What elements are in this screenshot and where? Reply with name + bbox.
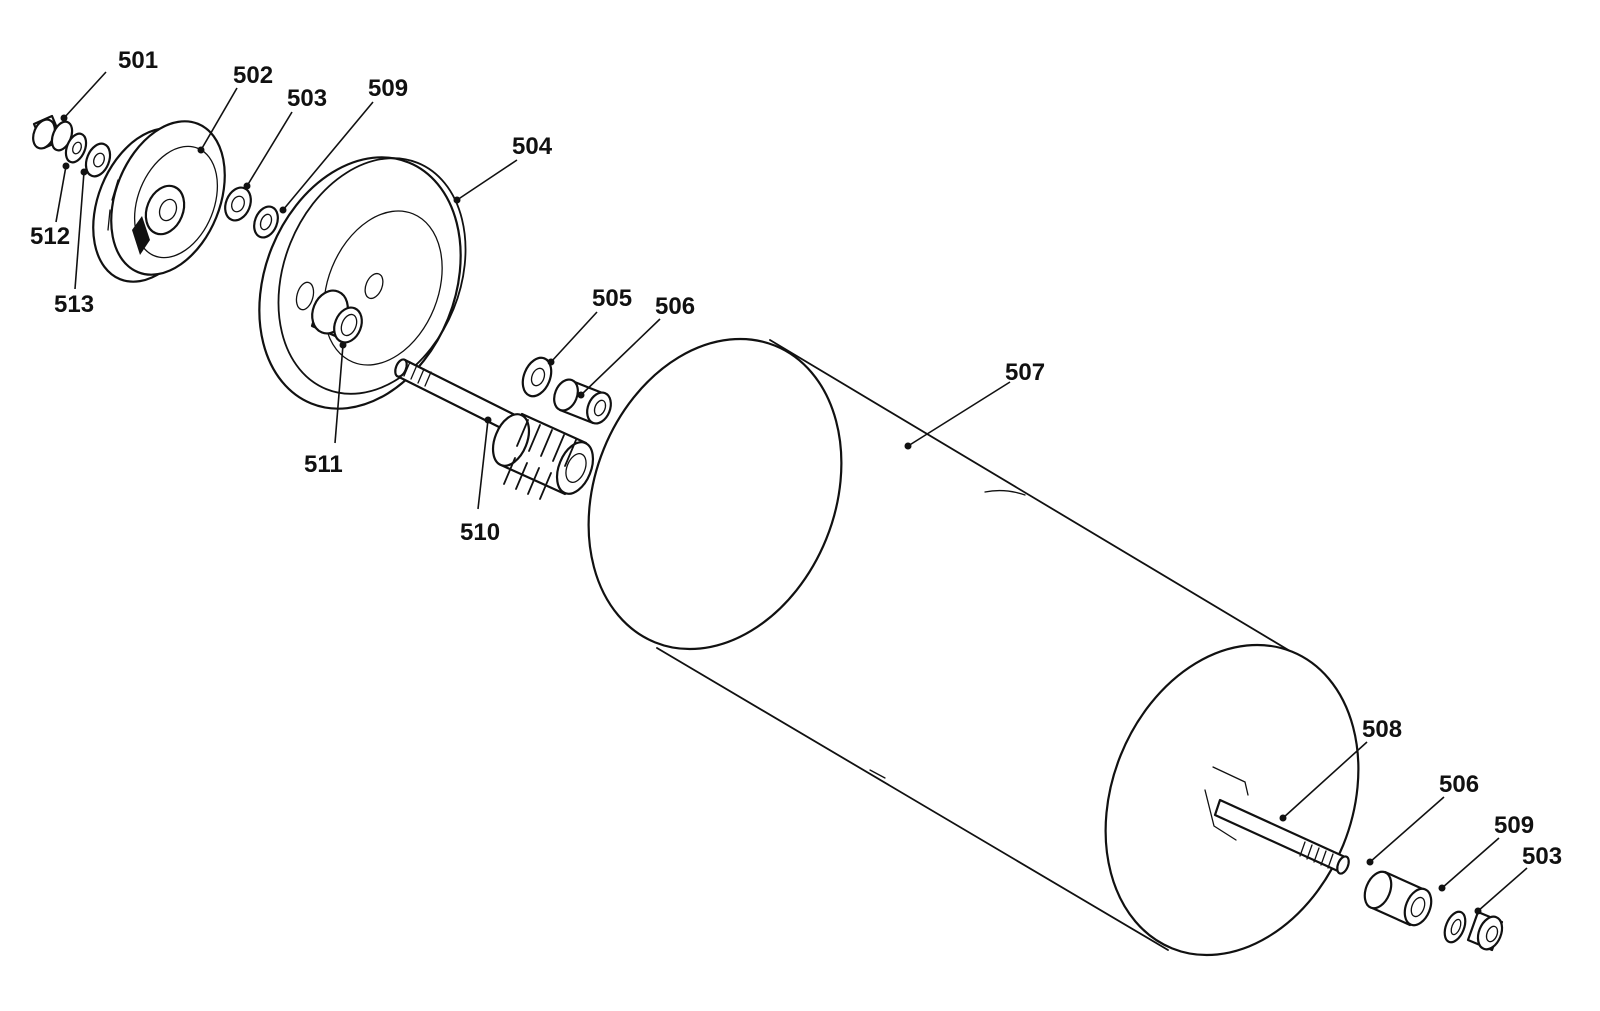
drive-pulley [92, 120, 226, 283]
wheel-hub [258, 156, 467, 410]
callout-506: 506 [1439, 771, 1479, 798]
nut-and-clip-left [224, 186, 279, 239]
washer-and-bushing-left [521, 356, 612, 425]
drive-shaft-gear [394, 358, 595, 500]
callout-508: 508 [1362, 716, 1402, 743]
leader-lines [55, 71, 1528, 915]
retaining-clip-right [1443, 910, 1467, 944]
callout-502: 502 [233, 62, 273, 89]
callout-501: 501 [118, 47, 158, 74]
bushing-right [1363, 870, 1433, 927]
axle-shaft [1213, 798, 1350, 875]
callout-510: 510 [460, 519, 500, 546]
callout-512: 512 [30, 223, 70, 250]
callout-503: 503 [287, 85, 327, 112]
callout-507: 507 [1005, 359, 1045, 386]
part-callouts: 501 502 503 509 504 512 513 505 506 507 … [30, 47, 1562, 870]
callout-503: 503 [1522, 843, 1562, 870]
callout-505: 505 [592, 285, 632, 312]
nut-right [1466, 910, 1504, 952]
callout-509: 509 [368, 75, 408, 102]
callout-511: 511 [304, 451, 343, 478]
callout-506: 506 [655, 293, 695, 320]
callout-509: 509 [1494, 812, 1534, 839]
callout-504: 504 [512, 133, 553, 160]
roller-drum [587, 337, 1360, 957]
callout-513: 513 [54, 291, 94, 318]
pulley-nut-and-washers [32, 114, 112, 178]
